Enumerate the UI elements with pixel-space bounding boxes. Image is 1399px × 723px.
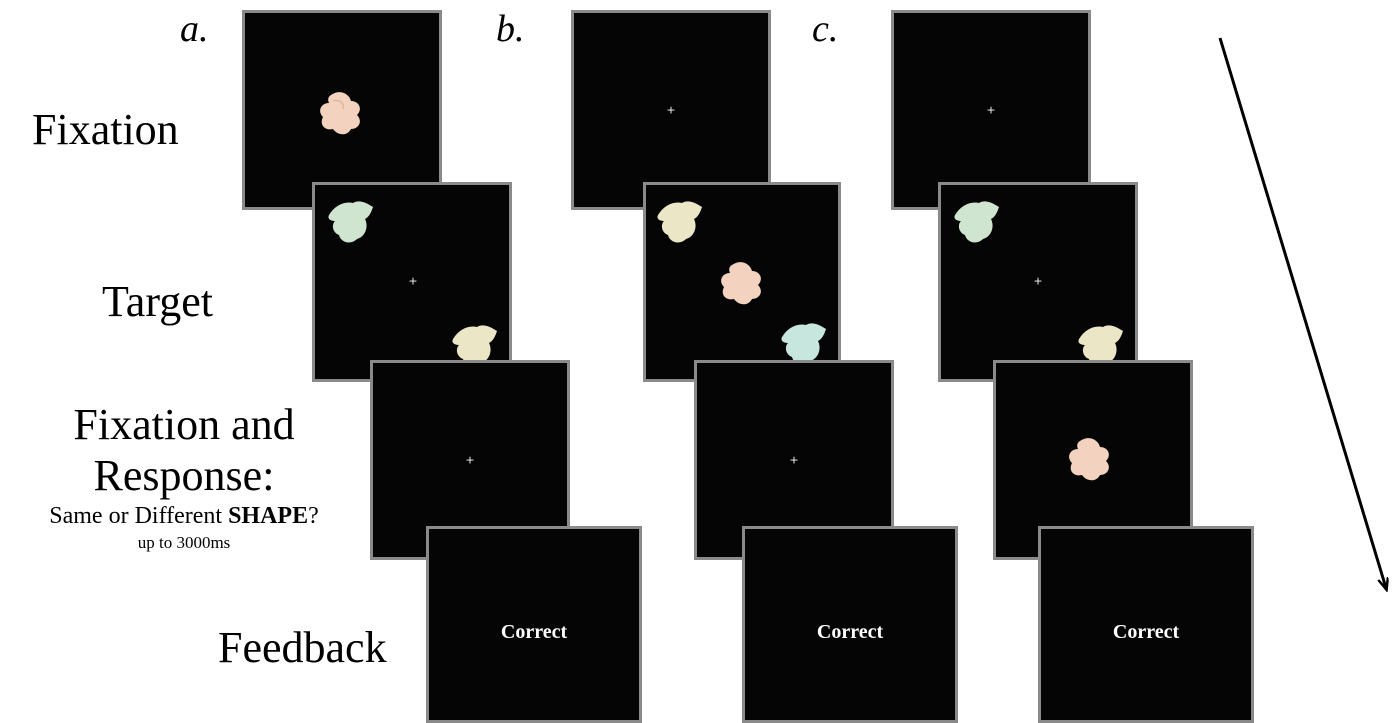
screen-a-feedback: Correct [426, 526, 642, 723]
fixation-cross: + [789, 453, 799, 467]
stage-label-response: Fixation and Response: Same or Different… [8, 400, 360, 552]
shape-peach [320, 92, 360, 135]
shape-mint [328, 201, 373, 243]
screen-c-fixation: + [891, 10, 1091, 210]
shape-emphasis: SHAPE [228, 503, 309, 530]
stage-response-question: Same or Different SHAPE? [49, 503, 319, 530]
stage-label-feedback: Feedback [218, 623, 387, 672]
screen-b-target [643, 182, 841, 382]
stage-response-line2: Response: [93, 450, 275, 500]
shape-aqua [781, 323, 826, 365]
fixation-cross: + [408, 274, 418, 288]
stage-label-target: Target [102, 277, 213, 326]
condition-a-label: a. [180, 8, 209, 50]
shape-mint [954, 201, 999, 243]
screen-b-fixation: + [571, 10, 771, 210]
stage-label-fixation: Fixation [32, 105, 179, 154]
feedback-text: Correct [816, 621, 884, 643]
condition-c-label: c. [812, 8, 839, 50]
screen-c-feedback: Correct [1038, 526, 1254, 723]
screen-a-target: + [312, 182, 512, 382]
fixation-cross: + [666, 103, 676, 117]
shape-peach [1069, 438, 1109, 481]
shape-peach [721, 262, 761, 305]
fixation-cross: + [986, 103, 996, 117]
shape-cream [452, 325, 497, 367]
screen-c-target: + [938, 182, 1138, 382]
screen-b-feedback: Correct [742, 526, 958, 723]
fixation-cross: + [1033, 274, 1043, 288]
feedback-text: Correct [500, 621, 568, 643]
feedback-text: Correct [1112, 621, 1180, 643]
shape-cream [1078, 325, 1123, 367]
condition-b-label: b. [496, 8, 525, 50]
stage-response-line1: Fixation and [73, 400, 295, 449]
screen-a-fixation [242, 10, 442, 210]
fixation-cross: + [465, 453, 475, 467]
stage-response-time: up to 3000ms [137, 532, 231, 552]
shape-cream [657, 201, 702, 243]
